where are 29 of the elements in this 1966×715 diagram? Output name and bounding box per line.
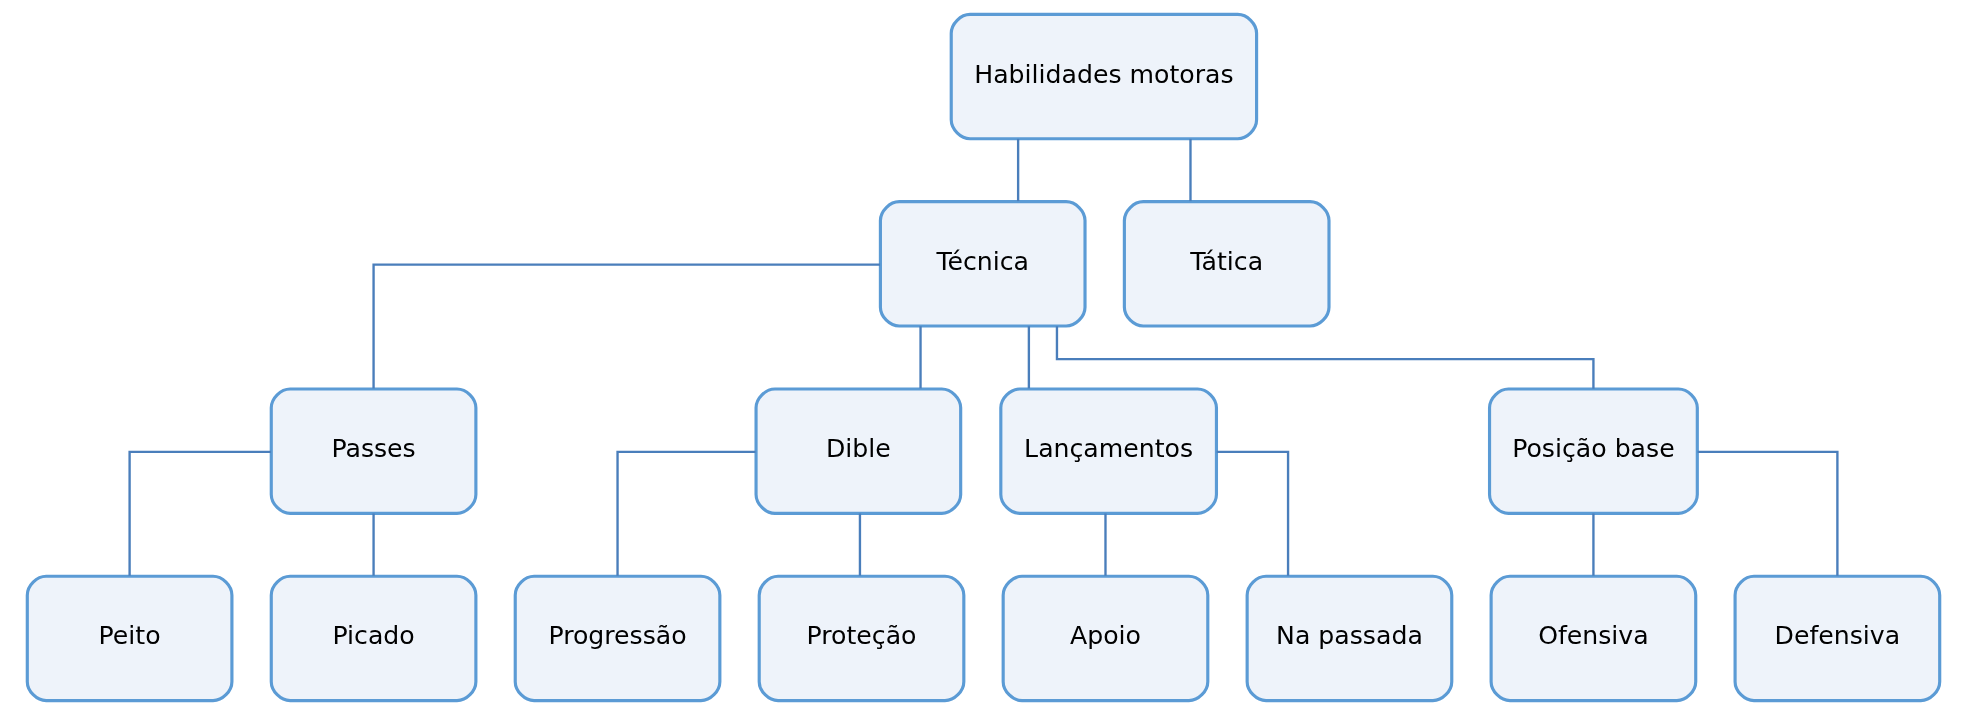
connector [1216, 450, 1289, 576]
connector [1103, 513, 1107, 576]
connector [371, 263, 880, 389]
node-box: Na passada [1245, 574, 1453, 703]
connector [1027, 326, 1030, 389]
connector [127, 450, 271, 576]
node-box: Técnica [878, 200, 1087, 328]
connector [858, 513, 861, 576]
node-box: Proteção [757, 574, 965, 703]
connector [1591, 513, 1595, 576]
connector [1188, 138, 1192, 202]
connector [1055, 326, 1595, 389]
node-box: Progressão [513, 574, 721, 703]
connector [1697, 450, 1839, 576]
node-box: Picado [269, 574, 477, 703]
node-box: Tática [1122, 200, 1331, 328]
node-box: Habilidades motoras [949, 12, 1258, 141]
node-box: Passes [269, 387, 477, 515]
node-box: Ofensiva [1489, 574, 1697, 703]
node-box: Defensiva [1733, 574, 1941, 703]
node-box: Lançamentos [998, 387, 1218, 515]
node-box: Peito [25, 574, 233, 703]
connector [1016, 138, 1019, 202]
connector [615, 450, 756, 576]
node-box: Posição base [1487, 387, 1699, 515]
node-box: Dible [754, 387, 962, 515]
node-box: Apoio [1001, 574, 1209, 703]
connector [371, 513, 375, 576]
connector [918, 326, 922, 389]
